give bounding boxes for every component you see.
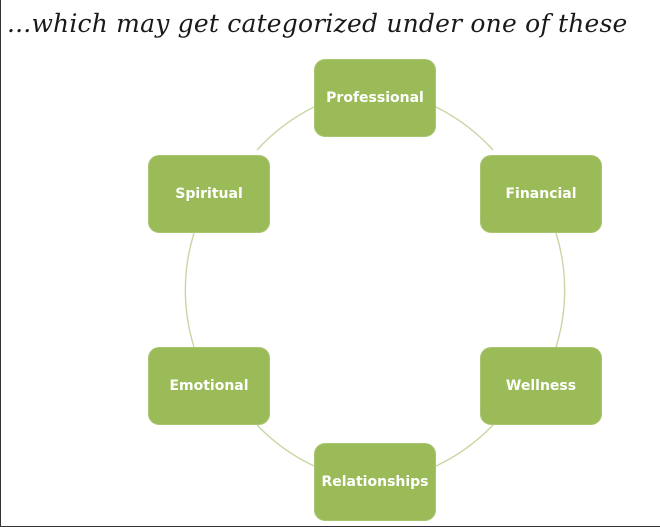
node-label: Relationships — [321, 474, 429, 490]
connector-emotional-spiritual — [184, 232, 195, 348]
connector-relationships-emotional — [256, 424, 315, 467]
node-financial: Financial — [480, 155, 602, 233]
node-emotional: Emotional — [148, 347, 270, 425]
node-label: Professional — [326, 90, 424, 106]
node-label: Financial — [505, 186, 577, 202]
node-professional: Professional — [314, 59, 436, 137]
slide-title: ...which may get categorized under one o… — [7, 9, 628, 38]
node-wellness: Wellness — [480, 347, 602, 425]
node-spiritual: Spiritual — [148, 155, 270, 233]
connector-wellness-relationships — [435, 424, 494, 467]
node-label: Emotional — [169, 378, 249, 394]
node-relationships: Relationships — [314, 443, 436, 521]
connector-professional-financial — [435, 106, 494, 151]
connector-financial-wellness — [555, 232, 566, 348]
node-label: Wellness — [505, 378, 577, 394]
connector-spiritual-professional — [256, 106, 315, 151]
node-label: Spiritual — [175, 186, 243, 202]
